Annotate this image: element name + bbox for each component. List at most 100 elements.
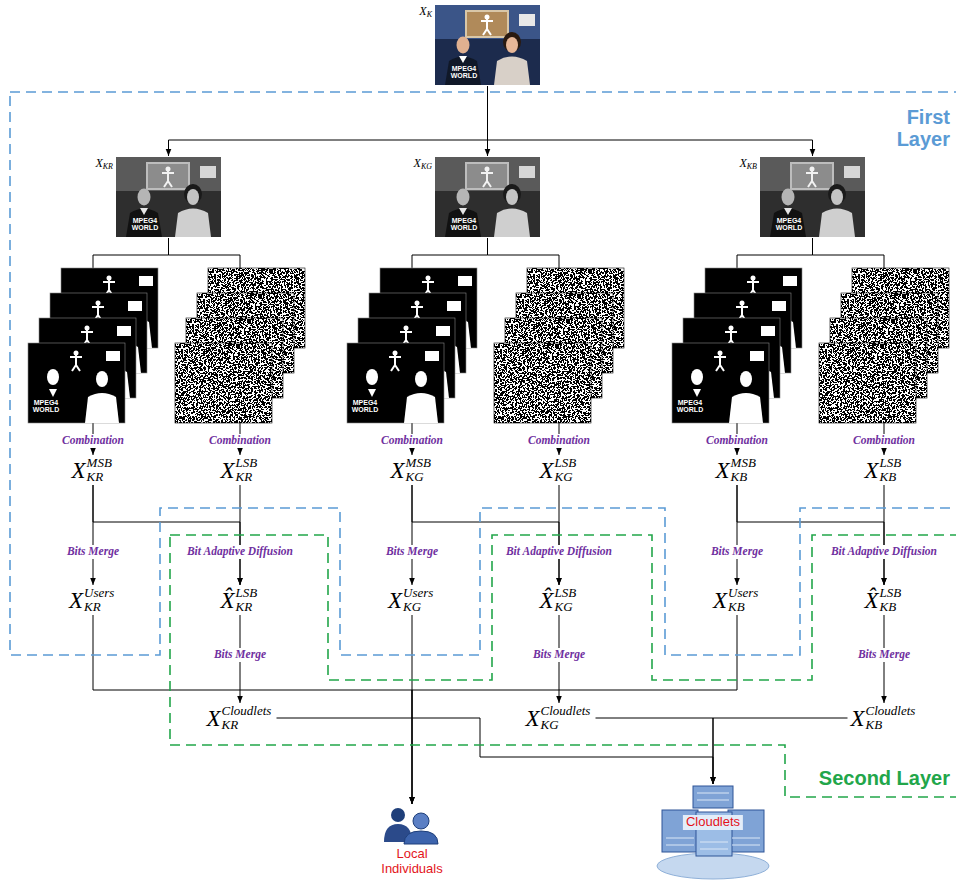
step-label: Bit Adaptive Diffusion bbox=[829, 545, 939, 559]
symbol-superscript: Users bbox=[403, 586, 433, 600]
symbol-base: X bbox=[419, 5, 426, 17]
lsb-bit-plane bbox=[175, 343, 272, 423]
symbol-scripts: UsersKG bbox=[403, 586, 433, 613]
frame-heading: XKG bbox=[414, 157, 432, 169]
input-frame: XK bbox=[435, 5, 540, 85]
math-symbol: XMSBKB bbox=[716, 456, 759, 484]
symbol-scripts: CloudletsKR bbox=[222, 704, 272, 731]
symbol-subscript: KB bbox=[880, 470, 902, 484]
frame-heading: XKR bbox=[95, 157, 113, 169]
symbol-base: X̂ bbox=[540, 589, 554, 612]
symbol-subscript: KG bbox=[421, 163, 432, 171]
flow-arrow bbox=[277, 718, 714, 784]
flow-arrow bbox=[488, 86, 813, 156]
step-label: Bits Merge bbox=[384, 545, 440, 559]
symbol-superscript: MSB bbox=[406, 456, 431, 470]
symbol-scripts: K bbox=[427, 11, 432, 17]
symbol-scripts: LSBKG bbox=[555, 586, 577, 613]
dashed-boundary bbox=[170, 535, 956, 797]
symbol-subscript: KR bbox=[103, 163, 113, 171]
symbol-subscript: K bbox=[427, 11, 432, 19]
lsb-bit-plane bbox=[494, 343, 591, 423]
math-symbol: XMSBKR bbox=[72, 456, 115, 484]
symbol-base: X̂ bbox=[865, 589, 879, 612]
symbol-base: X bbox=[713, 589, 727, 612]
layer-title: First Layer bbox=[884, 106, 950, 150]
step-label: Bits Merge bbox=[531, 648, 587, 662]
picture-caption: MPEG4 WORLD bbox=[350, 399, 380, 414]
symbol-scripts: UsersKR bbox=[84, 586, 114, 613]
symbol-scripts: LSBKB bbox=[880, 456, 902, 483]
channel-frame: XKG bbox=[435, 157, 540, 237]
symbol-scripts: LSBKB bbox=[880, 586, 902, 613]
symbol-base: X bbox=[716, 459, 730, 482]
math-symbol: XUsersKR bbox=[69, 586, 117, 614]
symbol-superscript: LSB bbox=[236, 586, 258, 600]
symbol-subscript: KG bbox=[541, 718, 591, 732]
symbol-base: X̂ bbox=[221, 589, 235, 612]
symbol-scripts: LSBKR bbox=[236, 456, 258, 483]
icon-caption: Local Individuals bbox=[375, 847, 449, 877]
symbol-superscript: MSB bbox=[87, 456, 112, 470]
picture-caption: MPEG4 WORLD bbox=[449, 65, 479, 80]
symbol-superscript: LSB bbox=[555, 586, 577, 600]
picture-caption: MPEG4 WORLD bbox=[31, 399, 61, 414]
channel-frame: XKR bbox=[116, 157, 221, 237]
step-label: Combination bbox=[379, 434, 445, 448]
math-symbol: XLSBKR bbox=[221, 456, 260, 484]
symbol-superscript: Cloudlets bbox=[866, 704, 916, 718]
symbol-scripts: UsersKB bbox=[728, 586, 758, 613]
symbol-base: X bbox=[414, 157, 421, 169]
frame-heading: XKB bbox=[739, 157, 757, 169]
symbol-base: X bbox=[72, 459, 86, 482]
symbol-superscript: LSB bbox=[880, 456, 902, 470]
symbol-base: X bbox=[851, 707, 865, 730]
symbol-base: X bbox=[95, 157, 102, 169]
symbol-subscript: KG bbox=[403, 600, 433, 614]
step-label: Combination bbox=[526, 434, 592, 448]
math-symbol: X̂LSBKR bbox=[221, 586, 260, 614]
layer-region: Second LayerX̂LSBKRX̂LSBKGX̂LSBKBXCloudl… bbox=[170, 535, 956, 797]
symbol-superscript: Cloudlets bbox=[541, 704, 591, 718]
step-label: Bits Merge bbox=[709, 545, 765, 559]
people-icon bbox=[384, 808, 438, 844]
dashed-boundary bbox=[10, 92, 956, 655]
symbol-subscript: KR bbox=[84, 600, 114, 614]
symbol-base: X bbox=[69, 589, 83, 612]
math-symbol: X̂LSBKB bbox=[865, 586, 904, 614]
symbol-superscript: Cloudlets bbox=[222, 704, 272, 718]
symbol-scripts: MSBKG bbox=[406, 456, 431, 483]
math-symbol: XCloudletsKG bbox=[526, 704, 593, 732]
step-label: Combination bbox=[60, 434, 126, 448]
layer-title: Second Layer bbox=[819, 767, 950, 789]
step-label: Combination bbox=[207, 434, 273, 448]
symbol-subscript: KG bbox=[406, 470, 431, 484]
step-label: Bit Adaptive Diffusion bbox=[504, 545, 614, 559]
symbol-scripts: KG bbox=[421, 163, 432, 169]
channel-frame-picture bbox=[116, 157, 221, 237]
layer-outline bbox=[10, 92, 956, 655]
flow-arrow bbox=[93, 615, 412, 804]
lsb-bit-plane bbox=[819, 343, 916, 423]
symbol-base: X bbox=[388, 589, 402, 612]
math-symbol: XCloudletsKR bbox=[207, 704, 274, 732]
symbol-base: X bbox=[540, 459, 554, 482]
symbol-subscript: KB bbox=[731, 470, 756, 484]
frame-heading: XK bbox=[419, 5, 432, 17]
step-label: Bits Merge bbox=[212, 648, 268, 662]
math-symbol: XLSBKB bbox=[865, 456, 904, 484]
flow-arrow bbox=[412, 615, 737, 804]
flow-arrow bbox=[596, 718, 714, 784]
symbol-base: X bbox=[739, 157, 746, 169]
symbol-subscript: KR bbox=[87, 470, 112, 484]
symbol-base: X bbox=[526, 707, 540, 730]
symbol-scripts: KR bbox=[103, 163, 113, 169]
msb-bit-plane bbox=[28, 343, 125, 423]
symbol-superscript: LSB bbox=[555, 456, 577, 470]
symbol-subscript: KB bbox=[728, 600, 758, 614]
symbol-subscript: KB bbox=[880, 600, 902, 614]
math-symbol: XUsersKB bbox=[713, 586, 761, 614]
symbol-subscript: KG bbox=[555, 470, 577, 484]
symbol-subscript: KR bbox=[222, 718, 272, 732]
